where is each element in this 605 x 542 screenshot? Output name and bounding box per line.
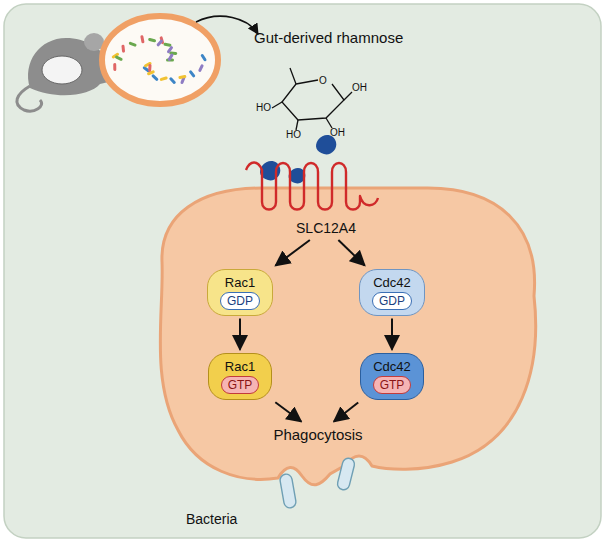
macrophage-cell (160, 188, 535, 485)
nucleotide-label: GDP (372, 292, 412, 310)
atom-label: HO (256, 103, 271, 113)
process-label: Phagocytosis (269, 425, 366, 444)
protein-icon: Rac1GDP (207, 269, 273, 316)
arrow-connector (275, 402, 301, 421)
arrow-connector (338, 240, 364, 266)
atom-label: HO (286, 130, 301, 140)
bacteria-label: Bacteria (186, 512, 237, 526)
arrow-connector (391, 319, 393, 350)
slc12a4-transporter (246, 163, 378, 210)
gut (102, 16, 218, 104)
node-text: Cdc42 (372, 275, 412, 290)
gut-bacteria (111, 35, 207, 84)
rhamnose-molecules (260, 135, 336, 184)
compound-label: Gut-derived rhamnose (254, 30, 403, 45)
arrow-connector (276, 240, 310, 266)
bacteria (279, 457, 356, 509)
arrow-connector (334, 403, 358, 422)
node-text: Cdc42 (373, 359, 412, 374)
arrow (196, 16, 258, 34)
atom-label: OH (330, 128, 345, 138)
nucleotide-label: GTP (373, 376, 412, 394)
node-text: SLC12A4 (296, 220, 356, 236)
atom-label: O (319, 76, 327, 86)
nucleotide-label: GDP (220, 292, 260, 310)
node-text: Rac1 (220, 275, 260, 290)
atom-label: OH (352, 83, 367, 93)
protein-icon: Cdc42GDP (359, 269, 425, 316)
nucleotide-label: GTP (221, 376, 260, 394)
protein-icon: Cdc42GTP (360, 353, 425, 400)
protein-icon: Rac1GTP (208, 353, 273, 400)
node-text: Phagocytosis (273, 426, 362, 443)
background-panel (4, 4, 601, 538)
transporter-label: SLC12A4 (292, 219, 360, 237)
arrow-connector (239, 319, 241, 350)
rhamnose-structure (272, 68, 352, 130)
node-text: Rac1 (221, 359, 260, 374)
